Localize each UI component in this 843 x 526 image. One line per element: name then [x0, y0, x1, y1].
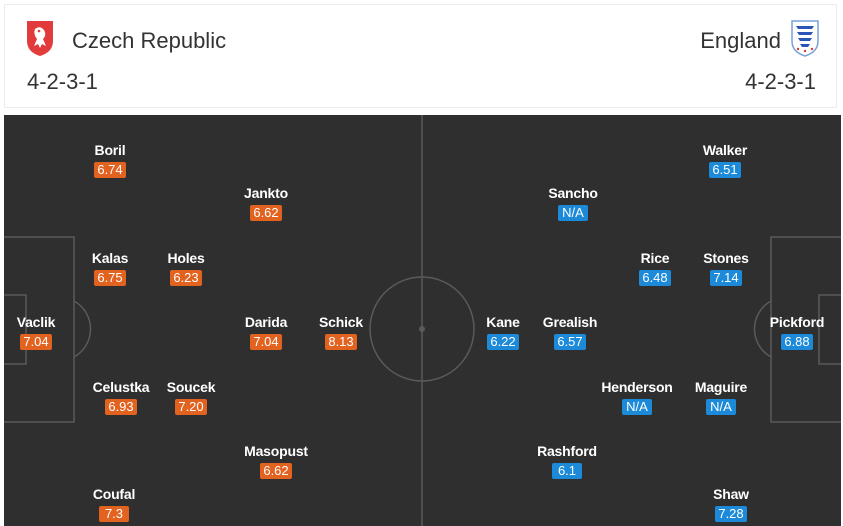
- player-rating-badge: 6.88: [781, 334, 813, 350]
- player-away-rashford[interactable]: Rashford 6.1: [522, 442, 612, 480]
- player-name: Celustka: [92, 379, 150, 395]
- player-name: Rice: [640, 250, 670, 266]
- player-name: Grealish: [542, 314, 598, 330]
- player-rating-badge: 7.28: [715, 506, 747, 522]
- player-away-rice[interactable]: Rice 6.48: [610, 249, 700, 287]
- away-team-name: England: [700, 28, 781, 53]
- player-home-kalas[interactable]: Kalas 6.75: [65, 249, 155, 287]
- player-rating-badge: 6.57: [554, 334, 586, 350]
- player-name: Stones: [703, 250, 749, 266]
- player-away-kane[interactable]: Kane 6.22: [458, 313, 548, 351]
- three-lions-crest-icon: [791, 20, 819, 57]
- player-rating-badge: 6.1: [552, 463, 582, 479]
- player-name: Sancho: [548, 185, 598, 201]
- home-formation: 4-2-3-1: [27, 69, 98, 94]
- player-home-schick[interactable]: Schick 8.13: [296, 313, 386, 351]
- player-rating-badge: 6.51: [709, 162, 741, 178]
- player-away-grealish[interactable]: Grealish 6.57: [525, 313, 615, 351]
- player-rating-badge: 6.23: [170, 270, 202, 286]
- player-rating-badge: 6.22: [487, 334, 519, 350]
- player-home-masopust[interactable]: Masopust 6.62: [231, 442, 321, 480]
- player-away-henderson[interactable]: Henderson N/A: [592, 378, 682, 416]
- away-formation: 4-2-3-1: [745, 69, 816, 94]
- player-rating-badge: N/A: [558, 205, 588, 221]
- player-name: Schick: [319, 314, 363, 330]
- player-rating-badge: 6.48: [639, 270, 671, 286]
- player-name: Coufal: [92, 486, 136, 502]
- player-away-stones[interactable]: Stones 7.14: [681, 249, 771, 287]
- player-name: Kane: [486, 314, 520, 330]
- match-header: Czech Republic 4-2-3-1 England 4-2-3-1: [4, 4, 837, 108]
- player-name: Kalas: [91, 250, 129, 266]
- player-name: Maguire: [694, 379, 748, 395]
- player-name: Walker: [702, 142, 748, 158]
- czech-lion-crest-icon: [27, 21, 53, 56]
- player-away-maguire[interactable]: Maguire N/A: [676, 378, 766, 416]
- player-away-shaw[interactable]: Shaw 7.28: [686, 485, 776, 523]
- player-home-boril[interactable]: Boril 6.74: [65, 141, 155, 179]
- player-name: Holes: [167, 250, 205, 266]
- player-home-vaclik[interactable]: Vaclik 7.04: [4, 313, 81, 351]
- player-rating-badge: 6.75: [94, 270, 126, 286]
- player-rating-badge: 7.14: [710, 270, 742, 286]
- player-name: Rashford: [537, 443, 597, 459]
- player-rating-badge: 6.62: [250, 205, 282, 221]
- player-away-walker[interactable]: Walker 6.51: [680, 141, 770, 179]
- player-name: Henderson: [601, 379, 673, 395]
- player-home-holes[interactable]: Holes 6.23: [141, 249, 231, 287]
- player-name: Vaclik: [16, 314, 56, 330]
- player-home-coufal[interactable]: Coufal 7.3: [69, 485, 159, 523]
- football-pitch: Boril 6.74 Jankto 6.62 Kalas 6.75 Holes …: [4, 115, 841, 526]
- player-rating-badge: N/A: [706, 399, 736, 415]
- player-rating-badge: 8.13: [325, 334, 357, 350]
- player-name: Masopust: [244, 443, 308, 459]
- player-away-pickford[interactable]: Pickford 6.88: [752, 313, 841, 351]
- player-rating-badge: 7.3: [99, 506, 129, 522]
- player-home-darida[interactable]: Darida 7.04: [221, 313, 311, 351]
- home-team-name: Czech Republic: [72, 28, 227, 53]
- player-rating-badge: 6.74: [94, 162, 126, 178]
- player-name: Soucek: [166, 379, 216, 395]
- player-rating-badge: N/A: [622, 399, 652, 415]
- player-rating-badge: 7.20: [175, 399, 207, 415]
- player-rating-badge: 6.62: [260, 463, 292, 479]
- player-rating-badge: 7.04: [20, 334, 52, 350]
- player-home-celustka[interactable]: Celustka 6.93: [76, 378, 166, 416]
- player-home-soucek[interactable]: Soucek 7.20: [146, 378, 236, 416]
- player-name: Pickford: [769, 314, 825, 330]
- pitch-lines: [4, 115, 841, 526]
- player-name: Boril: [94, 142, 126, 158]
- player-name: Jankto: [244, 185, 288, 201]
- player-home-jankto[interactable]: Jankto 6.62: [221, 184, 311, 222]
- player-name: Shaw: [713, 486, 749, 502]
- player-name: Darida: [244, 314, 288, 330]
- player-rating-badge: 6.93: [105, 399, 137, 415]
- player-rating-badge: 7.04: [250, 334, 282, 350]
- player-away-sancho[interactable]: Sancho N/A: [528, 184, 618, 222]
